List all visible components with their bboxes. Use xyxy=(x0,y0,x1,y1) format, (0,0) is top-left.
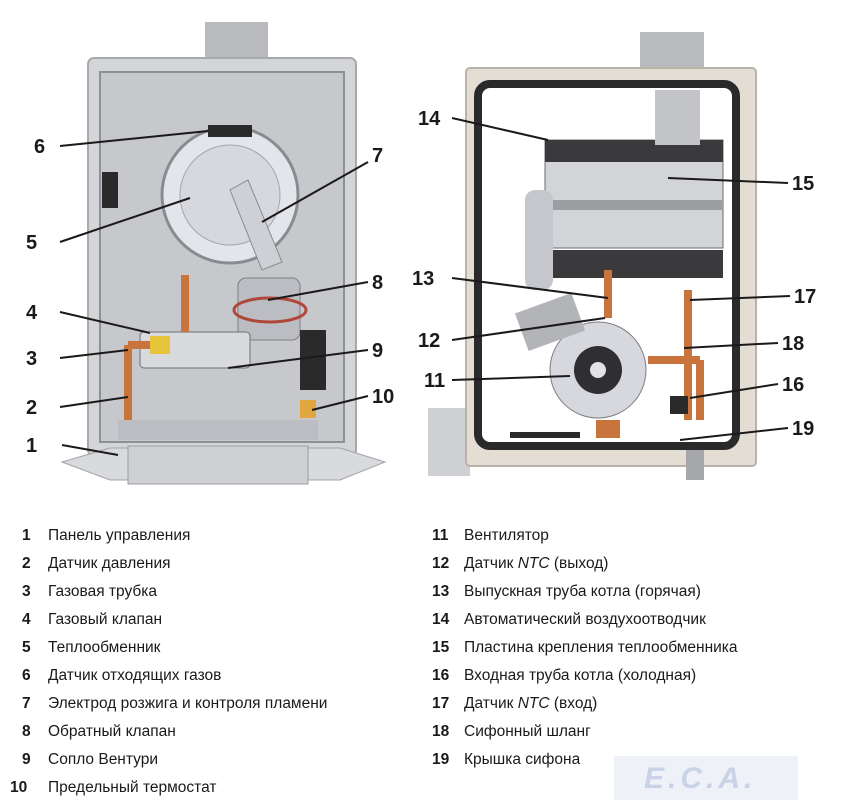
callout-17: 17 xyxy=(794,286,816,308)
callout-1: 1 xyxy=(26,435,37,457)
leader-lines xyxy=(59,117,791,456)
callout-7: 7 xyxy=(372,145,383,167)
callout-16: 16 xyxy=(782,374,804,396)
callout-18: 18 xyxy=(782,333,804,355)
left-boiler-illustration xyxy=(60,22,387,485)
callout-8: 8 xyxy=(372,272,383,294)
logo-text: E.C.A. xyxy=(644,762,757,795)
callout-2: 2 xyxy=(26,397,37,419)
callout-4: 4 xyxy=(26,302,38,324)
eca-logo: E.C.A. xyxy=(614,756,798,800)
callout-6: 6 xyxy=(34,136,45,158)
callout-11: 11 xyxy=(424,370,445,392)
callout-12: 12 xyxy=(418,330,440,352)
callout-13: 13 xyxy=(412,268,434,290)
callout-9: 9 xyxy=(372,340,383,362)
callout-15: 15 xyxy=(792,173,814,195)
callout-5: 5 xyxy=(26,232,37,254)
callout-3: 3 xyxy=(26,348,37,370)
callout-19: 19 xyxy=(792,418,814,440)
callout-numbers: 1 2 3 4 5 6 7 8 9 10 11 12 13 14 15 16 1… xyxy=(26,108,816,457)
callout-14: 14 xyxy=(418,108,441,130)
callout-10: 10 xyxy=(372,386,394,408)
boiler-diagram: 1 2 3 4 5 6 7 8 9 10 11 12 13 14 15 16 1… xyxy=(26,22,816,485)
right-boiler-illustration xyxy=(428,32,757,480)
